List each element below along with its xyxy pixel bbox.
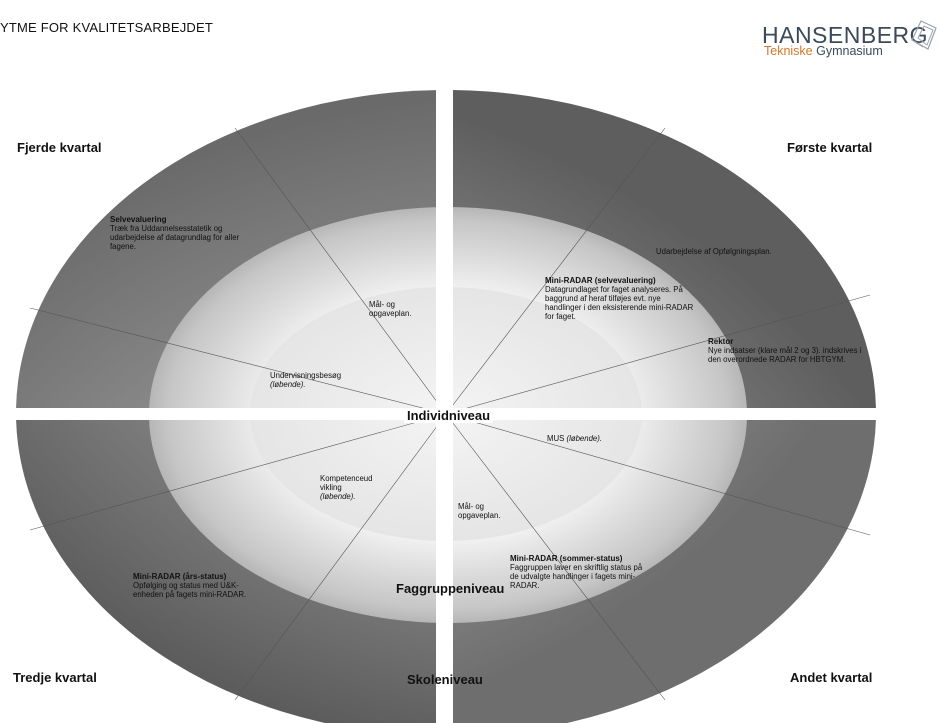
inner-core [250,287,642,541]
note-miniradar-self: Mini-RADAR (selvevaluering)Datagrundlage… [545,276,694,321]
quarter-label-q3: Tredje kvartal [13,670,97,685]
logo-mark-icon [911,20,937,50]
logo-wordmark: HANSENBERG [762,22,929,48]
page-title: YTME FOR KVALITETSARBEJDET [0,20,213,35]
level-label-individual: Individniveau [404,408,494,423]
note-teaching-visits: Undervisningsbesøg(løbende). [270,371,342,389]
spokes [29,127,871,701]
level-label-group: Faggruppeniveau [396,581,505,596]
note-mus: MUS (løbende). [547,434,603,443]
note-miniradar-summer: Mini-RADAR (sommer-status)Faggruppen lav… [510,554,643,590]
logo: HANSENBERG Tekniske Gymnasium [762,20,937,62]
logo-subtitle: Tekniske Gymnasium [764,44,883,58]
quarter-label-q2: Andet kvartal [790,670,873,685]
note-goals-top: Mål- og opgaveplan. [369,300,412,318]
quarter-label-q1: Første kvartal [787,140,873,155]
quarter-label-q4: Fjerde kvartal [17,140,102,155]
note-goals-bottom: Mål- og opgaveplan. [458,502,501,520]
vertical-gap [436,88,453,723]
level-label-school: Skoleniveau [407,672,483,687]
note-miniradar-year: Mini-RADAR (års-status)Opfølging og stat… [133,572,247,599]
note-followup-plan: Udarbejdelse af Opfølgningsplan. [656,247,772,256]
